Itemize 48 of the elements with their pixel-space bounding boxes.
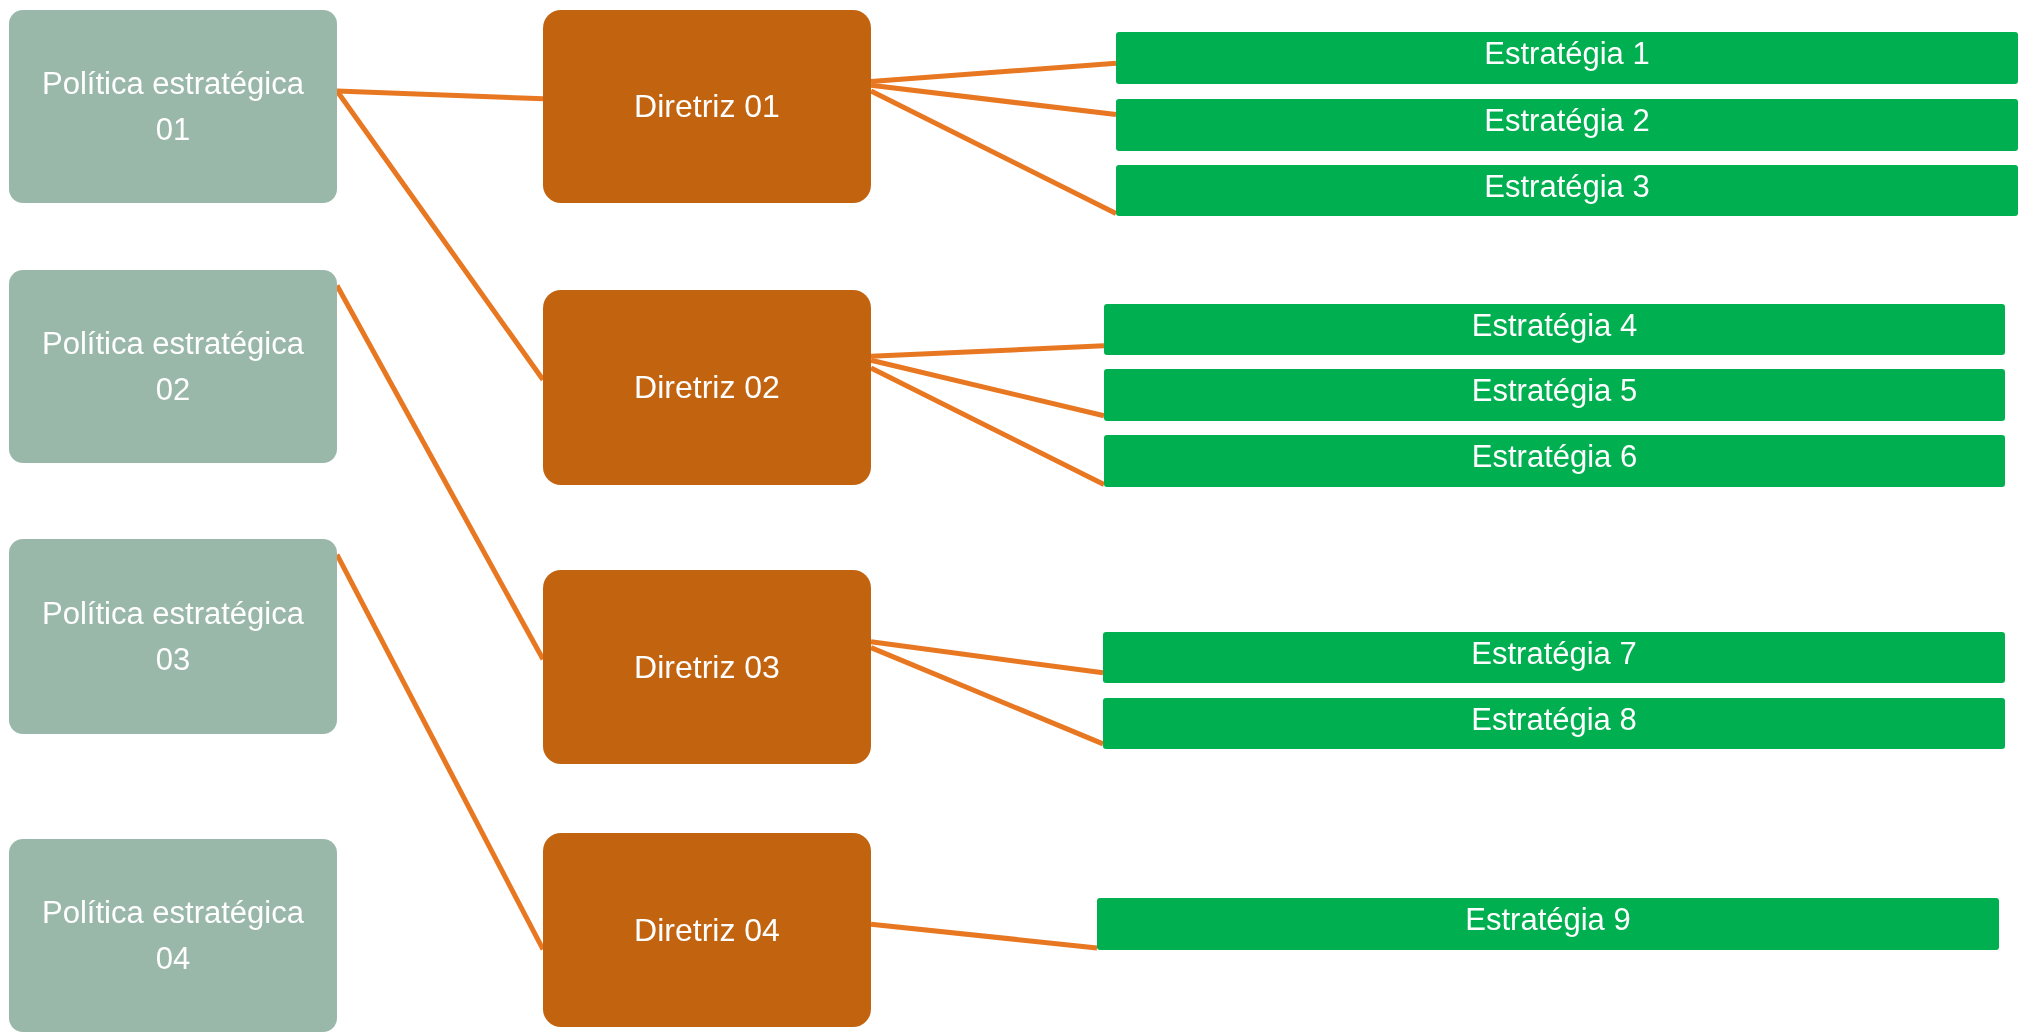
strategy-bar bbox=[1116, 99, 2018, 151]
box-label: Diretriz 04 bbox=[634, 911, 780, 949]
box-label: 02 bbox=[155, 370, 191, 409]
box-label: Diretriz 03 bbox=[634, 648, 780, 686]
connector-line bbox=[870, 357, 1105, 419]
strategy-bar bbox=[1116, 32, 2018, 84]
box-label: 01 bbox=[155, 110, 191, 149]
policy-box bbox=[9, 10, 337, 203]
connector-line bbox=[336, 88, 544, 102]
connector-line bbox=[869, 88, 1118, 216]
guideline-box bbox=[543, 10, 871, 203]
box-label: 03 bbox=[155, 640, 191, 679]
strategy-bar bbox=[1116, 165, 2018, 216]
box-label: Estratégia 8 bbox=[1471, 702, 1637, 738]
box-label: Estratégia 7 bbox=[1471, 636, 1637, 672]
connector-line bbox=[870, 60, 1117, 84]
strategy-bar bbox=[1104, 435, 2005, 487]
policy-box bbox=[9, 270, 337, 463]
box-label: Política estratégica bbox=[42, 594, 304, 633]
strategy-bar bbox=[1104, 369, 2005, 421]
box-label: Estratégia 4 bbox=[1471, 308, 1638, 344]
connector-line bbox=[869, 365, 1106, 487]
connector-line bbox=[870, 82, 1117, 118]
guideline-box bbox=[543, 833, 871, 1027]
connector-line bbox=[870, 639, 1104, 676]
box-label: Diretriz 01 bbox=[634, 88, 780, 125]
box-label: Diretriz 02 bbox=[634, 369, 780, 406]
box-label: Estratégia 2 bbox=[1484, 103, 1650, 139]
box-label: Política estratégica bbox=[42, 893, 304, 932]
guideline-box bbox=[543, 570, 871, 764]
box-label: Estratégia 3 bbox=[1484, 169, 1650, 205]
strategy-bar bbox=[1097, 898, 1999, 950]
box-label: Estratégia 1 bbox=[1484, 36, 1650, 72]
strategy-bar bbox=[1103, 632, 2005, 683]
box-label: Política estratégica bbox=[42, 324, 304, 363]
connector-line bbox=[870, 921, 1098, 951]
connector-line bbox=[870, 645, 1104, 747]
box-label: Política estratégica bbox=[42, 64, 304, 103]
box-label: Estratégia 6 bbox=[1471, 439, 1638, 475]
box-label: 04 bbox=[155, 939, 191, 978]
box-label: Estratégia 9 bbox=[1465, 902, 1631, 938]
box-label: Estratégia 5 bbox=[1471, 373, 1638, 409]
strategy-bar bbox=[1103, 698, 2005, 749]
policy-box bbox=[9, 839, 337, 1032]
strategy-bar bbox=[1104, 304, 2005, 355]
guideline-box bbox=[543, 290, 871, 485]
policy-box bbox=[9, 539, 337, 734]
connector-line bbox=[870, 343, 1105, 359]
